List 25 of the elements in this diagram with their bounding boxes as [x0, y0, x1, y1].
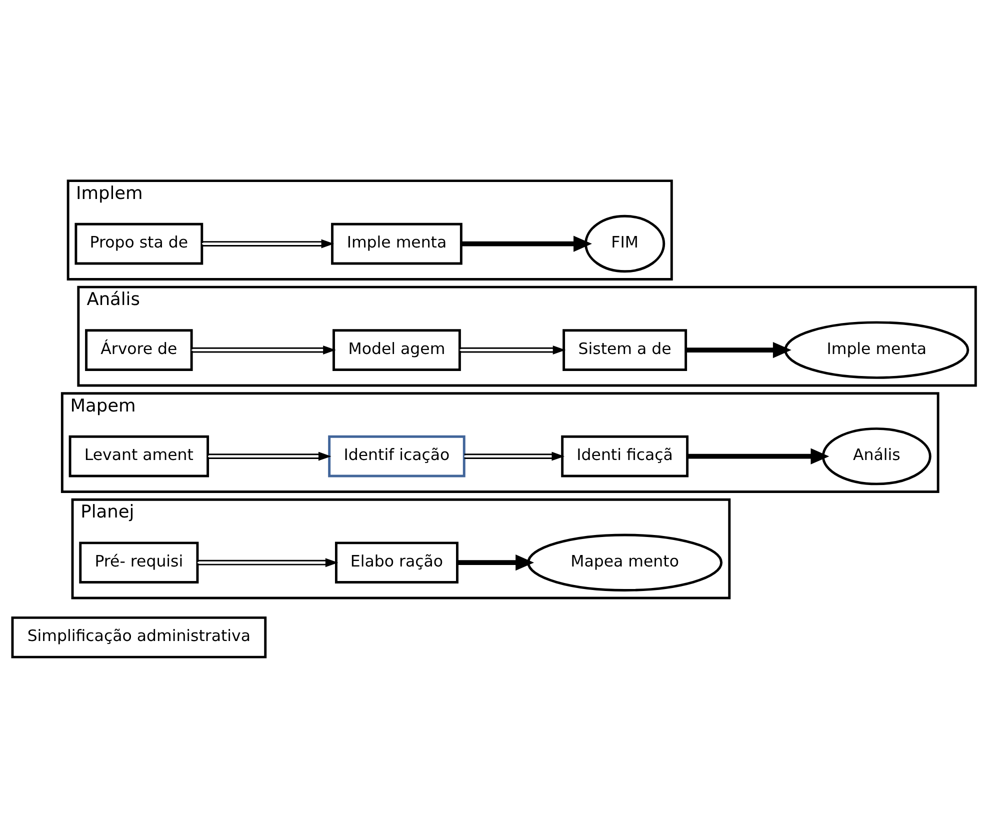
node-ellipse: FIM: [584, 214, 666, 272]
node-box: Identif icação: [328, 434, 466, 477]
arrow: [192, 345, 336, 354]
node-box: Sistem a de: [562, 328, 688, 370]
arrow: [686, 341, 792, 358]
node-ellipse: Mapea mento: [527, 533, 723, 591]
node-box: Elabo ração: [334, 541, 458, 583]
node-ellipse: Anális: [822, 426, 932, 485]
arrow: [464, 451, 565, 460]
node-box: Simplificação administrativa: [11, 616, 267, 658]
node-box: Imple menta: [331, 222, 462, 264]
arrow: [198, 558, 338, 567]
arrow: [457, 554, 534, 570]
arrow: [208, 451, 332, 460]
node-box: Árvore de: [85, 328, 193, 370]
arrow: [461, 235, 592, 252]
node-box: Pré- requisi: [79, 541, 199, 583]
arrow: [460, 345, 566, 354]
node-box: Model agem: [332, 328, 461, 370]
node-box: Propo sta de: [74, 222, 204, 264]
node-box: Identi ficaçã: [561, 434, 689, 477]
node-ellipse: Imple menta: [784, 320, 970, 378]
arrow: [202, 238, 334, 248]
node-box: Levant ament: [68, 434, 210, 477]
arrow: [688, 448, 830, 464]
